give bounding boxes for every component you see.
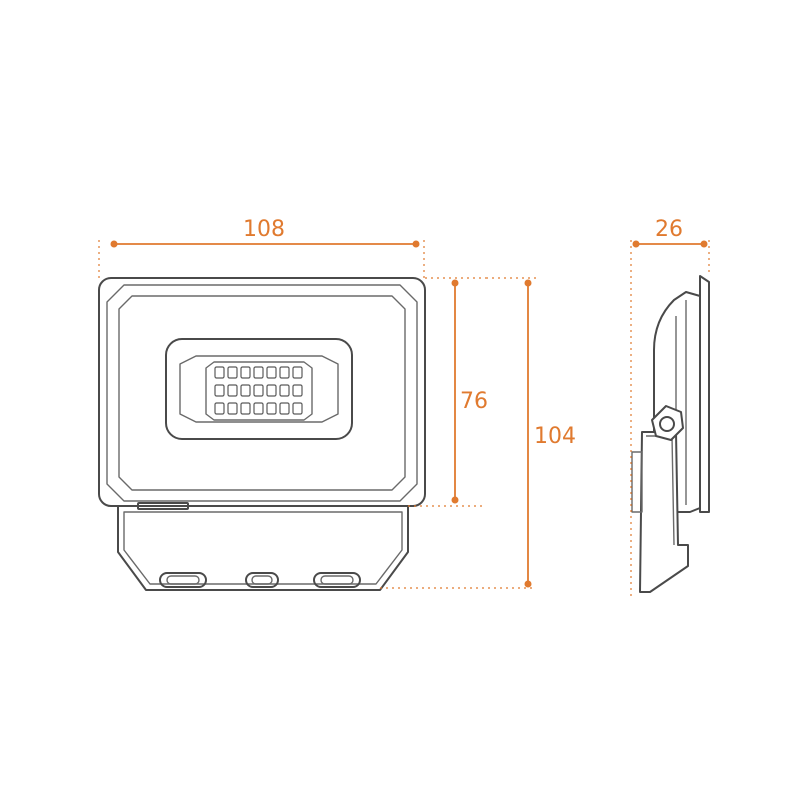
led-chip xyxy=(227,402,238,415)
dimension-label-108: 108 xyxy=(243,217,285,242)
pivot-knob xyxy=(651,405,684,441)
led-chip xyxy=(292,384,303,397)
led-chip xyxy=(266,366,277,379)
led-module xyxy=(165,338,353,440)
led-chip xyxy=(227,366,238,379)
led-chip xyxy=(266,402,277,415)
mounting-slot-left xyxy=(159,572,207,588)
led-chip xyxy=(214,384,225,397)
dimension-label-26: 26 xyxy=(655,217,683,242)
led-chip xyxy=(253,366,264,379)
led-chip xyxy=(266,384,277,397)
mounting-hole-center xyxy=(245,572,279,588)
led-chip xyxy=(227,384,238,397)
side-view xyxy=(631,275,710,593)
led-chip xyxy=(292,402,303,415)
led-chip xyxy=(279,366,290,379)
led-chip xyxy=(279,384,290,397)
dimension-width-108: 108 xyxy=(98,217,425,278)
led-chip xyxy=(240,366,251,379)
led-chip xyxy=(214,366,225,379)
led-chip xyxy=(279,402,290,415)
led-chip xyxy=(253,402,264,415)
led-chip xyxy=(240,384,251,397)
dimension-depth-26: 26 xyxy=(630,217,710,600)
led-chip xyxy=(253,384,264,397)
dimension-label-76: 76 xyxy=(460,389,488,414)
dimension-height-104: 104 xyxy=(380,277,576,589)
mounting-bracket xyxy=(117,505,409,591)
led-chip xyxy=(292,366,303,379)
front-view xyxy=(98,277,426,591)
led-chip xyxy=(240,402,251,415)
dimension-height-76: 76 xyxy=(408,277,488,507)
led-array xyxy=(214,366,303,415)
mounting-slot-right xyxy=(313,572,361,588)
led-chip xyxy=(214,402,225,415)
dimension-label-104: 104 xyxy=(534,424,576,449)
